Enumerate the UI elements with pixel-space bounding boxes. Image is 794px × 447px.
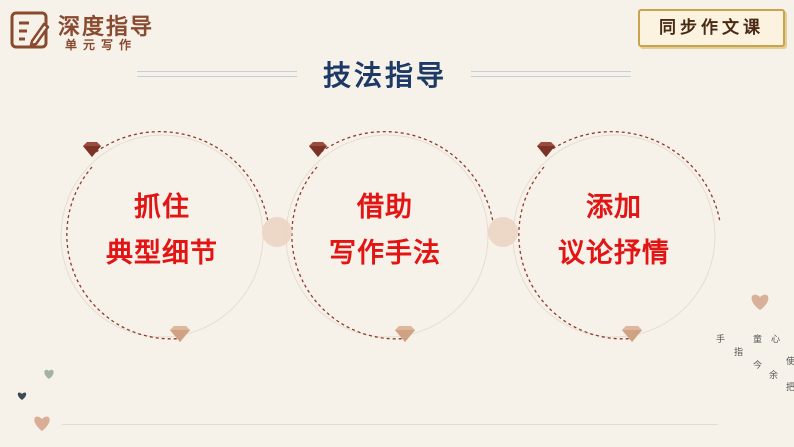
technique-card-1: 抓住 典型细节: [62, 185, 262, 277]
poem-char: 童: [753, 335, 763, 345]
technique-1-line1: 抓住: [134, 192, 190, 223]
diamond-top-1-icon: [83, 142, 101, 157]
diamond-top-2-icon: [309, 142, 327, 157]
pencil-notepad-icon: [10, 11, 50, 49]
title-divider-right: [471, 71, 631, 78]
poem-char: 今: [753, 361, 763, 371]
section-title: 技法指导: [322, 59, 447, 92]
technique-3-line1: 添加: [586, 192, 642, 223]
heart-icon-bottom-left-large: [34, 416, 50, 431]
technique-3-line2: 议论抒情: [558, 238, 670, 269]
heart-icon-right: [751, 294, 769, 310]
technique-2-line1: 借助: [357, 192, 413, 223]
heart-icon-bottom-left-tiny: [17, 392, 27, 400]
diamond-bottom-2-icon: [395, 326, 415, 342]
brand-subtitle: 单元写作: [65, 38, 138, 52]
diamond-top-3-icon: [537, 142, 555, 157]
poem-char: 心: [771, 335, 781, 345]
course-badge: 同步作文课: [638, 9, 785, 47]
technique-card-3: 添加 议论抒情: [514, 185, 714, 277]
bottom-divider: [62, 424, 718, 425]
title-divider-left: [137, 71, 297, 78]
brand-title: 深度指导: [58, 15, 155, 40]
connector-dot-1: [262, 217, 292, 247]
poem-char: 指: [734, 348, 744, 358]
technique-2-line2: 写作手法: [329, 238, 441, 269]
diamond-bottom-1-icon: [170, 326, 190, 342]
technique-card-2: 借助 写作手法: [285, 185, 485, 277]
heart-icon-bottom-left-small: [44, 369, 54, 379]
poem-char: 手: [716, 335, 726, 345]
poem-char: 把: [786, 383, 794, 393]
technique-1-line2: 典型细节: [106, 238, 218, 269]
poem-char: 使: [786, 357, 794, 367]
poem-char: 余: [769, 371, 779, 381]
diamond-bottom-3-icon: [622, 326, 642, 342]
connector-dot-2: [488, 217, 518, 247]
course-badge-label: 同步作文课: [659, 18, 764, 38]
